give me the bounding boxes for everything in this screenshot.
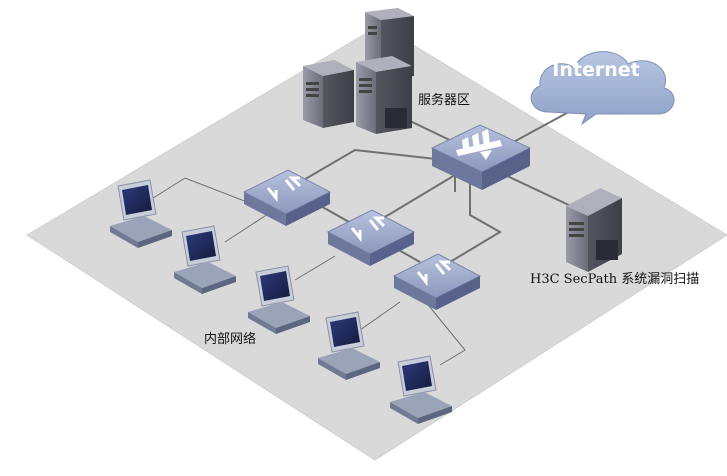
server-icon <box>303 60 354 128</box>
switch-icon <box>326 209 416 266</box>
link-pc1-switch1 <box>149 177 256 206</box>
cloud-label: Internet <box>552 59 639 81</box>
pc-icon <box>248 265 310 334</box>
switch-3 <box>392 253 482 310</box>
server-icon <box>566 188 622 272</box>
link-pc2-switch1 <box>224 213 269 243</box>
switch-icon <box>242 169 332 226</box>
server-zone-label: 服务器区 <box>418 92 470 108</box>
internet-cloud: Internet <box>530 51 675 126</box>
link-firewall-switch1 <box>289 148 446 189</box>
scanner-server: H3C SecPath 系统漏洞扫描 <box>530 188 699 287</box>
server-group: 服务器区 <box>303 8 470 134</box>
scanner-label: H3C SecPath 系统漏洞扫描 <box>530 271 699 287</box>
link-pc5-switch3 <box>419 294 466 366</box>
server-icon <box>356 56 412 134</box>
pc-icon <box>390 355 452 424</box>
switch-1 <box>242 169 332 226</box>
lan-label: 内部网络 <box>204 331 256 347</box>
firewall-icon <box>430 124 532 190</box>
pc-2 <box>174 225 236 294</box>
link-firewall-switch3 <box>439 175 502 269</box>
pc-icon <box>174 225 236 294</box>
firewall <box>430 124 532 190</box>
switch-icon <box>392 253 482 310</box>
pc-4 <box>318 311 380 380</box>
switch-2 <box>326 209 416 266</box>
cloud-icon <box>530 51 675 126</box>
pc-1 <box>110 179 172 248</box>
pc-3 <box>248 265 310 334</box>
pc-5 <box>390 355 452 424</box>
pc-icon <box>110 179 172 248</box>
link-pc3-switch2 <box>294 255 336 281</box>
pc-links <box>149 177 466 366</box>
pc-icon <box>318 311 380 380</box>
link-pc4-switch3 <box>359 301 401 331</box>
